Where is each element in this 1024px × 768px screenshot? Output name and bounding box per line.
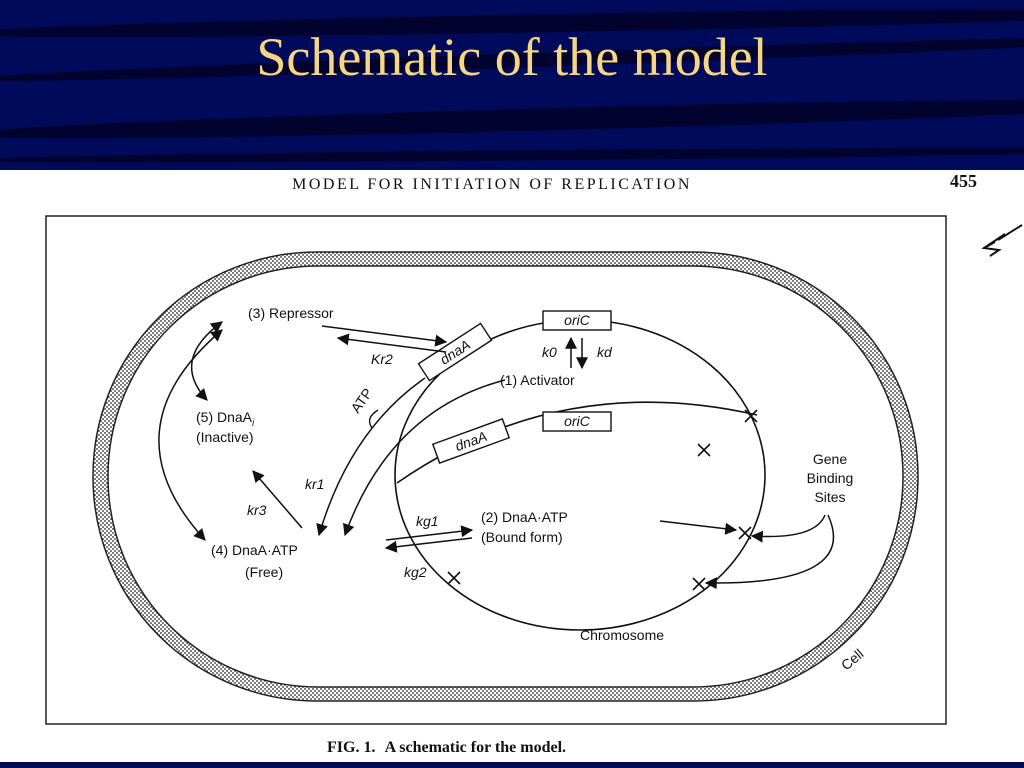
replication-model-figure: MODEL FOR INITIATION OF REPLICATION 455 … [45,171,1023,756]
kg2-arrow [384,537,473,553]
gene-sites-arrow-1 [750,514,826,543]
dnaa-atp-bound-sublabel: (Bound form) [481,529,563,545]
cell-interior [107,265,904,688]
kg2-label: kg2 [404,564,427,580]
kr3-label: kr3 [247,502,267,518]
kr3-arrow [252,470,303,529]
gene-binding-label-1: Gene [813,451,847,467]
oric-bottom-label: oriC [564,413,591,429]
figure-heading: MODEL FOR INITIATION OF REPLICATION [292,176,692,193]
atp-arrow [343,379,506,537]
k0-label: k0 [542,344,557,360]
kr2-label: Kr2 [371,351,393,367]
slide-header: Schematic of the model [0,0,1024,170]
dnaa-atp-bound-label: (2) DnaA·ATP [481,509,568,525]
gene-sites-arrow-2 [704,514,835,590]
binding-site-markers [447,409,758,591]
gene-binding-label-2: Binding [807,470,854,486]
dnaa-atp-free-sublabel: (Free) [245,564,283,580]
dnaa-inactive-sublabel: (Inactive) [196,429,254,445]
activator-label: (1) Activator [500,372,575,388]
kr2-reverse-arrow [336,333,447,353]
slide-footer-bar [0,762,1024,768]
repressor-label: (3) Repressor [248,305,334,321]
chromosome-label: Chromosome [580,627,664,643]
kr1-label: kr1 [305,476,324,492]
kd-label: kd [597,344,613,360]
repressor-free-arrow [158,329,223,541]
figure-caption: FIG. 1. A schematic for the model. [327,739,566,756]
kg1-arrow [385,525,474,541]
oric-bottom-box [542,411,612,432]
dnaa-atp-free-label: (4) DnaA·ATP [211,542,298,558]
slide-title: Schematic of the model [256,27,768,87]
bound-to-sites-arrow [659,520,738,535]
pen-mark [981,224,1023,257]
figure-frame [45,215,947,725]
atp-hook [368,409,379,429]
kr1-arrow [316,377,426,537]
oric-top-box [542,310,612,331]
oric-top-label: oriC [564,312,591,328]
header-swoosh [0,144,1024,166]
header-swoosh [0,92,1024,146]
gene-binding-label-3: Sites [814,489,845,505]
cell-label: Cell [838,646,867,674]
kr2-forward-arrow [321,325,448,347]
kg1-label: kg1 [416,513,439,529]
page-number: 455 [950,171,977,191]
